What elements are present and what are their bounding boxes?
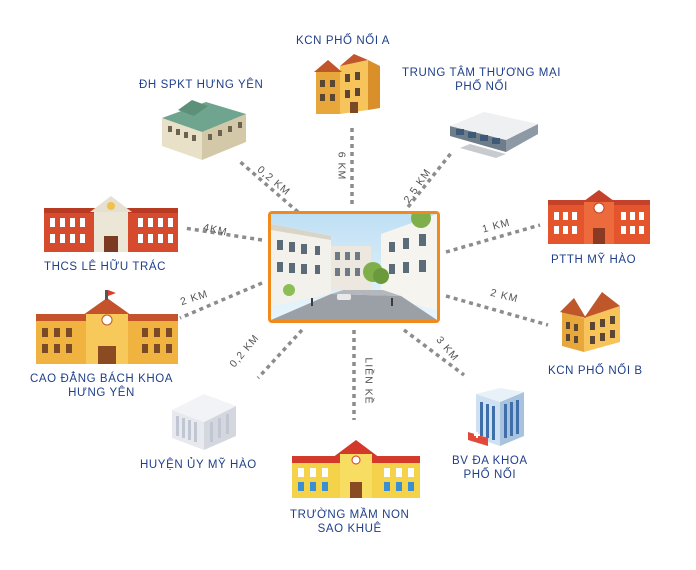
label-truong-mam-non: TRƯỜNG MẦM NON SAO KHUÊ <box>290 508 409 536</box>
label-line: PHỐ NỐI <box>463 469 517 481</box>
label-line: HƯNG YÊN <box>68 387 135 399</box>
label-line: BV ĐA KHOA <box>452 455 528 467</box>
line-cao-dang <box>179 281 263 320</box>
label-line: PHỐ NỐI <box>455 81 508 93</box>
distance-kcn-a: 6 KM <box>335 151 348 181</box>
shopping-center-icon <box>450 112 538 158</box>
line-huyen-uy <box>256 328 304 380</box>
label-line: ĐH SPKT HƯNG YÊN <box>139 79 264 91</box>
college-icon <box>36 290 178 364</box>
label-cao-dang: CAO ĐẲNG BÁCH KHOA HƯNG YÊN <box>30 372 173 400</box>
label-ptth-my-hao: PTTH MỸ HÀO <box>551 253 636 267</box>
label-line: HUYỆN ỦY MỸ HÀO <box>140 459 257 471</box>
label-line: THCS LÊ HỮU TRÁC <box>44 261 167 273</box>
label-line: TRUNG TÂM THƯƠNG MẠI <box>402 67 562 79</box>
label-line: TRƯỜNG MẦM NON <box>290 509 410 521</box>
hospital-icon <box>468 388 524 446</box>
label-bv-da-khoa: BV ĐA KHOA PHỐ NỐI <box>452 454 528 482</box>
label-line: KCN PHỐ NỐI A <box>296 35 391 47</box>
secondary-school-icon <box>44 196 178 252</box>
kindergarten-icon <box>292 440 420 498</box>
label-kcn-pho-noi-a: KCN PHỐ NỐI A <box>296 34 390 48</box>
label-line: SAO KHUÊ <box>317 523 382 535</box>
line-thcs <box>183 226 263 242</box>
label-line: KCN PHỐ NỐI B <box>548 365 643 377</box>
label-huyen-uy: HUYỆN ỦY MỸ HÀO <box>140 458 257 472</box>
factory-a-icon <box>314 54 380 114</box>
project-photo <box>268 211 440 323</box>
line-ptth <box>445 223 541 254</box>
distance-mam-non: LIỀN KỀ <box>362 357 375 405</box>
label-line: CAO ĐẲNG BÁCH KHOA <box>30 373 174 385</box>
district-office-icon <box>172 394 236 450</box>
label-line: PTTH MỸ HÀO <box>551 254 637 266</box>
line-kcn-b <box>445 294 549 327</box>
label-dh-spkt: ĐH SPKT HƯNG YÊN <box>139 78 263 92</box>
street-render-image <box>271 214 437 320</box>
label-kcn-pho-noi-b: KCN PHỐ NỐI B <box>548 364 643 378</box>
line-ttm <box>406 150 454 209</box>
factory-b-icon <box>560 292 620 352</box>
high-school-icon <box>548 190 650 244</box>
label-trung-tam-thuong-mai: TRUNG TÂM THƯƠNG MẠI PHỐ NỐI <box>402 66 561 94</box>
line-dh <box>236 158 300 214</box>
label-thcs: THCS LÊ HỮU TRÁC <box>44 260 166 274</box>
university-icon <box>162 100 246 160</box>
